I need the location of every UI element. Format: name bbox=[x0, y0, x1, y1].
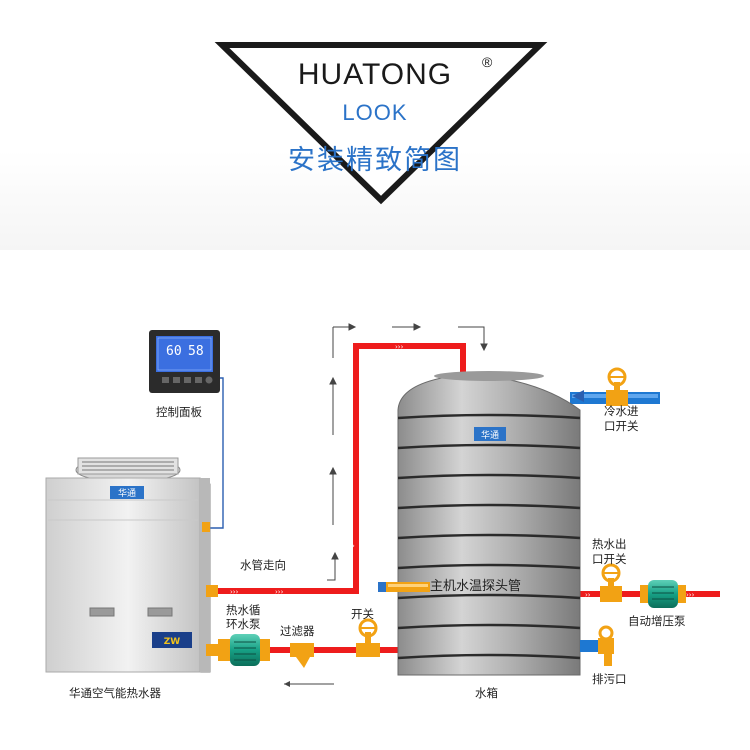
unit-outlet-fitting bbox=[206, 585, 218, 597]
unit-badge-text: ZW bbox=[164, 637, 181, 647]
svg-text:›››: ››› bbox=[275, 588, 284, 596]
pipe-flow-label: 水管走向 bbox=[240, 558, 286, 572]
circulation-pump-label-2: 环水泵 bbox=[226, 617, 261, 631]
riser-flow-arrows bbox=[327, 323, 488, 581]
water-tank-label: 水箱 bbox=[475, 686, 498, 700]
heat-pump-unit: 华通 ZW bbox=[45, 457, 211, 673]
switch-valve bbox=[356, 618, 380, 657]
registered-mark: ® bbox=[482, 54, 493, 70]
booster-pump bbox=[640, 580, 686, 608]
unit-inlet-fitting bbox=[206, 644, 218, 656]
filter bbox=[290, 643, 314, 668]
pipe-chevrons: ››› ››› › ››› bbox=[230, 343, 404, 596]
control-panel-display-right: 58 bbox=[188, 344, 204, 359]
brand-name: HUATONG bbox=[297, 58, 453, 91]
svg-text:››: ›› bbox=[585, 591, 591, 599]
svg-text:›››: ››› bbox=[230, 588, 239, 596]
unit-logo-badge bbox=[110, 486, 144, 499]
brand-subtitle: LOOK bbox=[342, 100, 408, 125]
circulation-pump bbox=[218, 634, 270, 666]
hot-water-pipe bbox=[208, 343, 466, 594]
unit-logo: 华通 bbox=[118, 487, 136, 499]
svg-text:›››: ››› bbox=[395, 343, 404, 351]
temp-probe-label: 主机水温探头管 bbox=[430, 579, 522, 594]
tank-logo: 华通 bbox=[481, 429, 499, 441]
circulation-pump-label-1: 热水循 bbox=[226, 603, 261, 617]
cold-water-valve-label-1: 冷水进 bbox=[604, 404, 639, 418]
heat-pump-unit-label: 华通空气能热水器 bbox=[69, 686, 161, 700]
page-title: 安装精致简图 bbox=[288, 145, 462, 176]
tank-logo-badge bbox=[474, 427, 506, 441]
temp-probe bbox=[378, 582, 430, 592]
header-triangle bbox=[214, 42, 548, 205]
return-flow-arrow bbox=[284, 681, 334, 687]
cold-water-valve-label-2: 口开关 bbox=[604, 419, 639, 433]
hot-water-valve bbox=[600, 563, 622, 602]
tank-bands bbox=[397, 413, 581, 660]
cold-water-valve bbox=[572, 367, 628, 406]
control-panel: 60 58 bbox=[149, 330, 220, 393]
filter-label: 过滤器 bbox=[280, 624, 315, 638]
hot-water-valve-label-2: 口开关 bbox=[592, 552, 627, 566]
booster-pump-label: 自动增压泵 bbox=[628, 614, 686, 628]
control-panel-label: 控制面板 bbox=[156, 405, 202, 419]
control-panel-display-left: 60 bbox=[166, 344, 182, 359]
svg-text:›››: ››› bbox=[686, 591, 695, 599]
drain-outlet bbox=[580, 625, 614, 666]
water-tank: 华通 bbox=[397, 371, 581, 676]
hot-water-valve-label-1: 热水出 bbox=[592, 537, 627, 551]
svg-text:›: › bbox=[352, 542, 355, 550]
unit-badge bbox=[152, 632, 192, 648]
control-panel-screen bbox=[156, 336, 213, 372]
drain-label: 排污口 bbox=[592, 672, 627, 686]
switch-label: 开关 bbox=[351, 607, 374, 621]
